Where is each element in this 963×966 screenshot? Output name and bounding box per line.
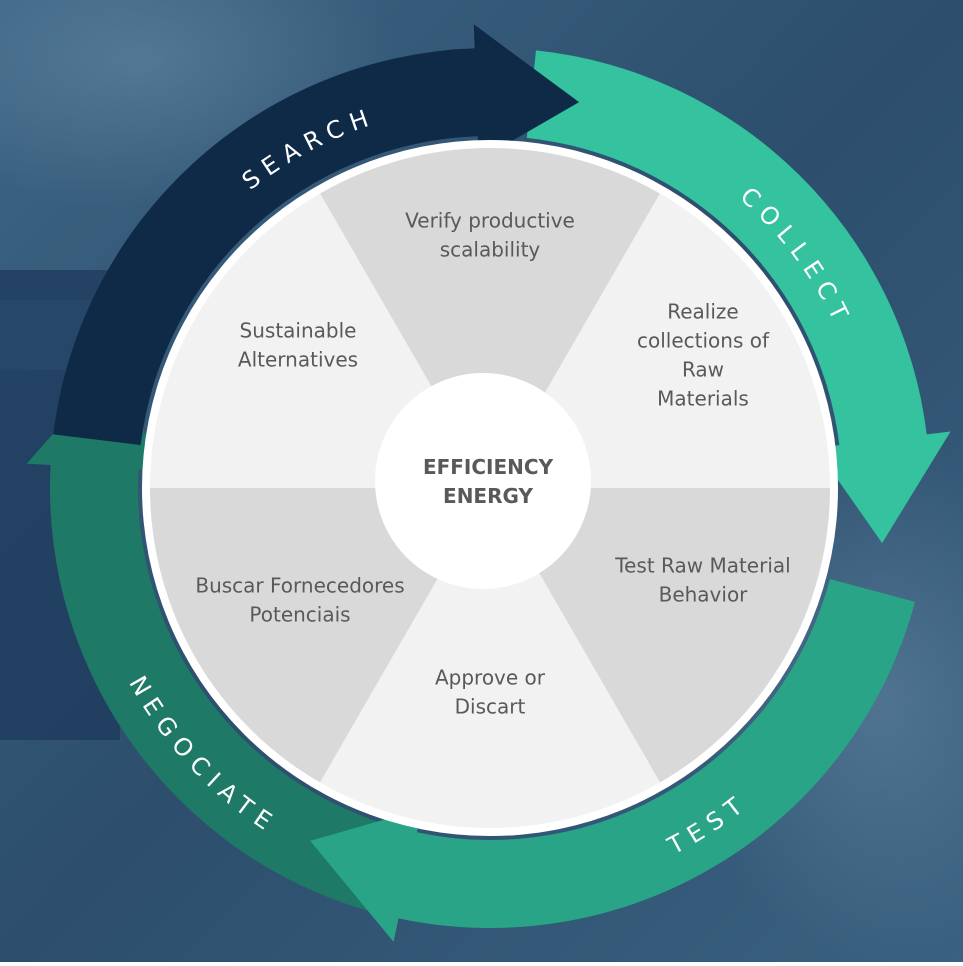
segment-1-label: scalability — [440, 238, 541, 262]
wedge-5 — [149, 488, 490, 783]
segment-4-label: Approve or — [435, 666, 546, 690]
segment-5-label: Buscar Fornecedores — [195, 574, 404, 598]
segment-3-label: Test Raw Material — [614, 554, 790, 578]
segment-5-label: Potenciais — [249, 603, 350, 627]
center-label-line2: ENERGY — [443, 484, 533, 508]
wedge-3 — [490, 488, 830, 783]
center-label-line1: EFFICIENCY — [423, 455, 554, 479]
segment-6-label: Sustainable — [240, 319, 357, 343]
ring-arrow-collect — [526, 50, 951, 544]
ring-arrow-test — [310, 579, 916, 942]
segment-3-label: Behavior — [659, 583, 749, 607]
segment-2-label: Raw — [682, 358, 724, 382]
segment-6-label: Alternatives — [238, 348, 358, 372]
segment-2-label: Realize — [667, 300, 738, 324]
wedge-4 — [320, 488, 660, 828]
segment-2-label: collections of — [637, 329, 770, 353]
segment-2-label: Materials — [657, 387, 749, 411]
ring-arrow-negociate — [26, 365, 417, 919]
center-circle — [375, 373, 591, 589]
wedge-1 — [320, 148, 660, 488]
segment-1-label: Verify productive — [405, 209, 575, 233]
segment-4-label: Discart — [455, 695, 526, 719]
ring-arrow-search — [53, 24, 580, 446]
phase-ring — [26, 24, 951, 942]
wedge-2 — [490, 193, 830, 488]
segment-wedges — [149, 148, 830, 828]
